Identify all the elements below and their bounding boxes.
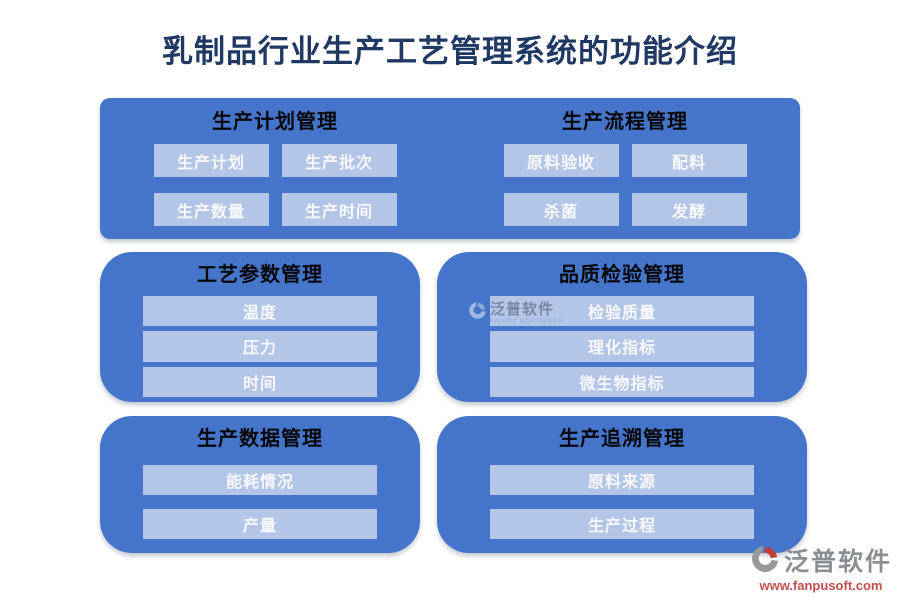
panel-process-parameters: 工艺参数管理 温度 压力 时间 (100, 252, 420, 402)
item-row: 理化指标 (490, 331, 754, 362)
item-row: 原料来源 (490, 465, 754, 495)
section-production-plan: 生产计划管理 生产计划 生产批次 生产数量 生产时间 (100, 98, 450, 239)
item-button: 配料 (631, 144, 747, 177)
item-row: 压力 (143, 331, 377, 362)
panel-production-traceability: 生产追溯管理 原料来源 生产过程 (437, 416, 807, 553)
item-row: 产量 (143, 509, 377, 539)
section-title: 生产数据管理 (197, 428, 323, 450)
section-title: 工艺参数管理 (197, 264, 323, 286)
item-button: 生产批次 (281, 144, 397, 177)
brand-logo: 泛普软件 www.fanpusoft.com (750, 544, 892, 593)
item-button: 生产时间 (281, 193, 397, 226)
item-row: 微生物指标 (490, 366, 754, 397)
brand-row: 泛普软件 (750, 544, 892, 579)
item-row: 能耗情况 (143, 465, 377, 495)
item-row: 检验质量 (490, 296, 754, 327)
section-title: 生产流程管理 (562, 111, 688, 133)
item-button: 生产数量 (153, 193, 269, 226)
item-button: 发酵 (631, 193, 747, 226)
section-title: 品质检验管理 (559, 264, 685, 286)
section-production-process: 生产流程管理 原料验收 配料 杀菌 发酵 (450, 98, 800, 239)
item-row: 时间 (143, 366, 377, 397)
item-button: 生产计划 (153, 144, 269, 177)
item-grid: 原料验收 配料 杀菌 发酵 (490, 144, 760, 226)
panel-plan-and-process: 生产计划管理 生产计划 生产批次 生产数量 生产时间 生产流程管理 原料验收 配… (100, 98, 800, 239)
item-button: 原料验收 (503, 144, 619, 177)
item-button: 杀菌 (503, 193, 619, 226)
section-title: 生产计划管理 (212, 111, 338, 133)
panel-quality-inspection: 品质检验管理 检验质量 理化指标 微生物指标 (437, 252, 807, 402)
brand-url: www.fanpusoft.com (759, 578, 883, 593)
item-row: 温度 (143, 296, 377, 327)
item-row: 生产过程 (490, 509, 754, 539)
panel-production-data: 生产数据管理 能耗情况 产量 (100, 416, 420, 553)
page-title: 乳制品行业生产工艺管理系统的功能介绍 (162, 34, 738, 69)
section-title: 生产追溯管理 (559, 428, 685, 450)
fanpu-swoosh-icon (750, 544, 780, 579)
brand-name: 泛普软件 (783, 547, 892, 576)
item-grid: 生产计划 生产批次 生产数量 生产时间 (140, 144, 410, 226)
